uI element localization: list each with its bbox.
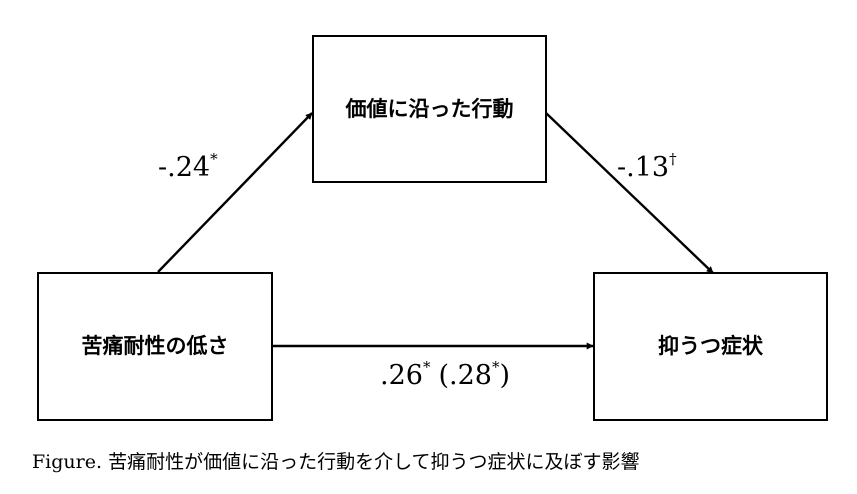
path-b-arrow	[545, 112, 714, 274]
outcome-label: 抑うつ症状	[658, 334, 764, 358]
path-b-coefficient: -.13†	[617, 150, 677, 183]
path-a-arrow	[157, 112, 313, 273]
caption-text: 苦痛耐性が価値に沿った行動を介して抑うつ症状に及ぼす影響	[108, 451, 640, 473]
mediator-node: 価値に沿った行動	[312, 35, 547, 183]
path-a-coefficient: -.24*	[158, 150, 218, 183]
predictor-label: 苦痛耐性の低さ	[82, 334, 229, 358]
predictor-node: 苦痛耐性の低さ	[37, 272, 273, 421]
path-c-coefficient: .26*(.28*)	[380, 358, 510, 391]
caption-label: Figure.	[32, 451, 103, 473]
figure-caption: Figure. 苦痛耐性が価値に沿った行動を介して抑うつ症状に及ぼす影響	[32, 447, 640, 474]
mediation-diagram: 価値に沿った行動 苦痛耐性の低さ 抑うつ症状 -.24* -.13† .26*(…	[37, 35, 828, 421]
mediator-label: 価値に沿った行動	[345, 97, 514, 121]
outcome-node: 抑うつ症状	[593, 272, 828, 421]
